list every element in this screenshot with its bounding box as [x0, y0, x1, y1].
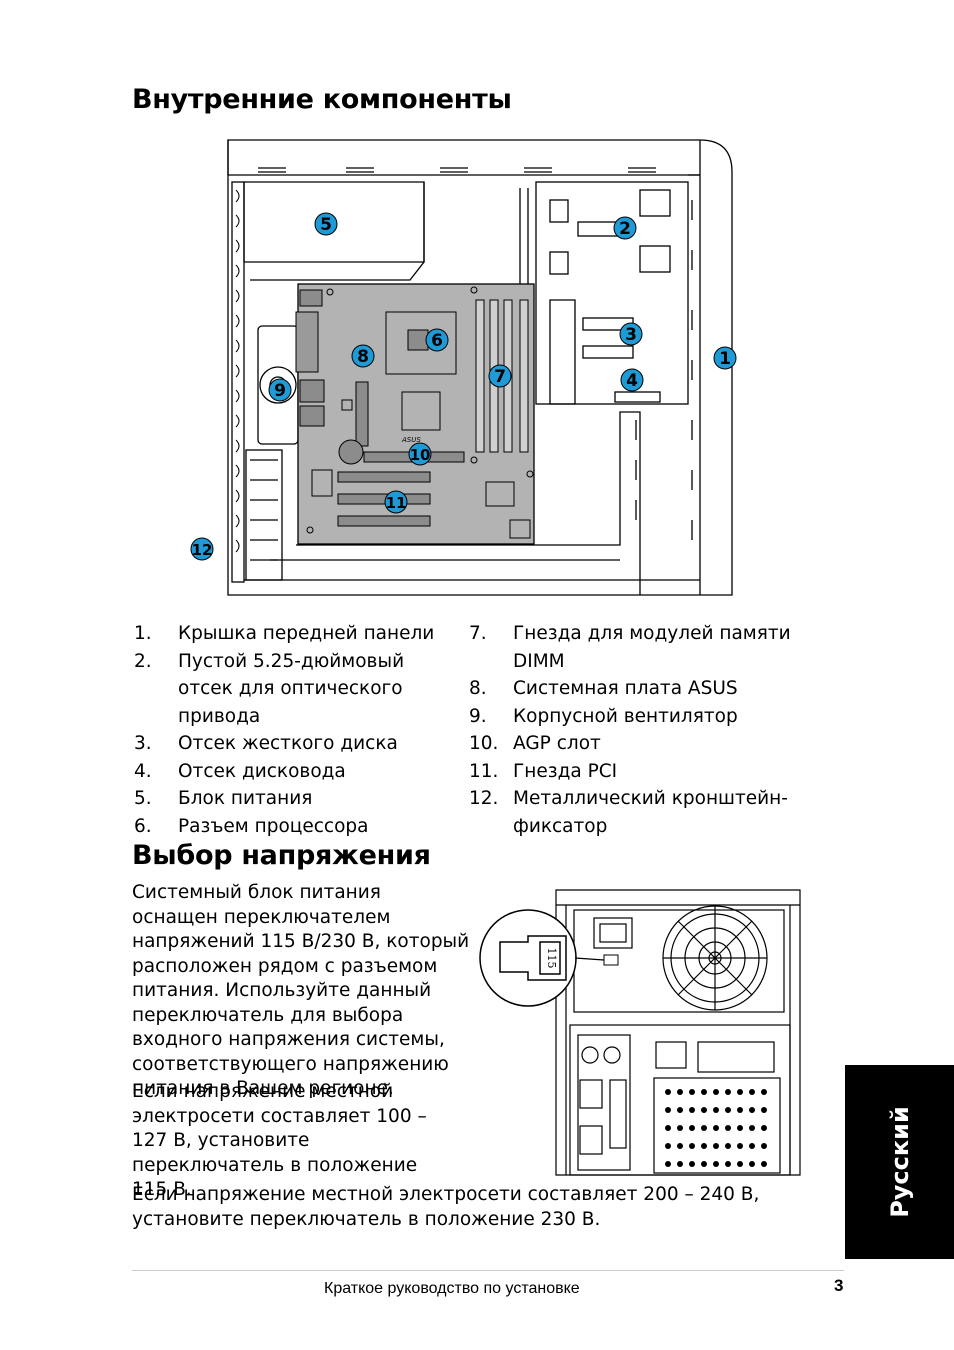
component-text: Отсек дисковода [178, 760, 346, 782]
component-number: 1. [134, 623, 152, 644]
component-number: 7. [469, 623, 487, 644]
callout-number: 11 [386, 494, 407, 512]
callout-marker: 2 [613, 216, 637, 240]
component-number: 2. [134, 650, 152, 672]
component-item: 11. Гнезда PCI [469, 758, 819, 786]
page-number: 3 [834, 1276, 844, 1295]
component-text: Гнезда PCI [513, 760, 618, 782]
component-number: 3. [134, 733, 152, 754]
section-title-internal-components: Внутренние компоненты [132, 84, 512, 115]
component-number: 6. [134, 815, 152, 837]
callout-number: 9 [274, 381, 286, 401]
component-number: 10. [469, 733, 499, 754]
callout-number: 8 [357, 347, 369, 367]
callout-marker: 12 [190, 537, 214, 561]
footer-title: Краткое руководство по установке [324, 1280, 580, 1297]
psu-voltage-switch-diagram: 115 [479, 889, 801, 1176]
section-title-voltage-selection: Выбор напряжения [132, 840, 431, 871]
components-list-right: 7. Гнезда для модулей памяти DIMM 8. Систем… [469, 620, 819, 840]
callout-number: 1 [719, 349, 731, 369]
callout-marker: 10 [408, 442, 432, 466]
component-text: Разъем процессора [178, 815, 369, 837]
asus-board-label: ASUS [401, 436, 421, 444]
callout-number: 4 [626, 371, 638, 391]
callout-marker: 7 [488, 364, 512, 388]
component-item: 12. Металлический кронштейн-фиксатор [469, 785, 819, 840]
component-item: 8. Системная плата ASUS [469, 675, 819, 703]
component-item: 1. Крышка передней панели [134, 620, 464, 648]
callout-marker: 8 [351, 344, 375, 368]
callout-number: 2 [619, 219, 631, 239]
callout-number: 10 [410, 446, 431, 464]
component-text: Металлический кронштейн-фиксатор [513, 788, 788, 837]
component-text: Гнезда для модулей памяти DIMM [513, 623, 791, 672]
component-item: 3. Отсек жесткого диска [134, 730, 464, 758]
callout-marker: 6 [425, 328, 449, 352]
component-text: Отсек жесткого диска [178, 733, 398, 754]
voltage-switch-label: 115 [545, 948, 558, 969]
component-item: 9. Корпусной вентилятор [469, 703, 819, 731]
component-item: 2. Пустой 5.25-дюймовый отсек для оптичес… [134, 648, 464, 731]
callout-marker: 5 [314, 212, 338, 236]
component-item: 7. Гнезда для модулей памяти DIMM [469, 620, 819, 675]
component-text: Крышка передней панели [178, 623, 435, 644]
callout-number: 6 [431, 331, 443, 351]
callout-marker: 1 [713, 346, 737, 370]
callout-marker: 11 [384, 490, 408, 514]
callout-number: 3 [625, 325, 637, 345]
callout-marker: 9 [268, 378, 292, 402]
component-item: 6. Разъем процессора [134, 813, 464, 841]
component-text: Системная плата ASUS [513, 678, 738, 699]
callout-marker: 3 [619, 322, 643, 346]
language-side-tab: Русский [845, 1065, 954, 1259]
voltage-paragraph-3: Если напряжение местной электросети сост… [132, 1184, 760, 1230]
component-number: 8. [469, 678, 487, 699]
footer-divider [132, 1270, 844, 1271]
component-item: 4. Отсек дисковода [134, 758, 464, 786]
component-number: 5. [134, 788, 152, 809]
component-item: 10. AGP слот [469, 730, 819, 758]
language-tab-label: Русский [885, 1106, 914, 1218]
components-list-left: 1. Крышка передней панели 2. Пустой 5.25-дю… [134, 620, 464, 840]
component-number: 11. [469, 760, 499, 782]
component-number: 9. [469, 705, 487, 727]
component-text: AGP слот [513, 733, 601, 754]
component-item: 5. Блок питания [134, 785, 464, 813]
component-text: Пустой 5.25-дюймовый отсек для оптическо… [178, 650, 405, 727]
callout-number: 7 [494, 367, 506, 387]
callout-number: 5 [320, 215, 332, 235]
component-text: Корпусной вентилятор [513, 705, 738, 727]
voltage-paragraph-2: Если напряжение местной электросети сост… [132, 1081, 427, 1200]
voltage-paragraph-1: Системный блок питания оснащен переключа… [132, 882, 470, 1099]
component-text: Блок питания [178, 788, 313, 809]
callout-number: 12 [192, 541, 213, 559]
component-number: 12. [469, 788, 499, 809]
callout-marker: 4 [620, 368, 644, 392]
component-number: 4. [134, 760, 152, 782]
